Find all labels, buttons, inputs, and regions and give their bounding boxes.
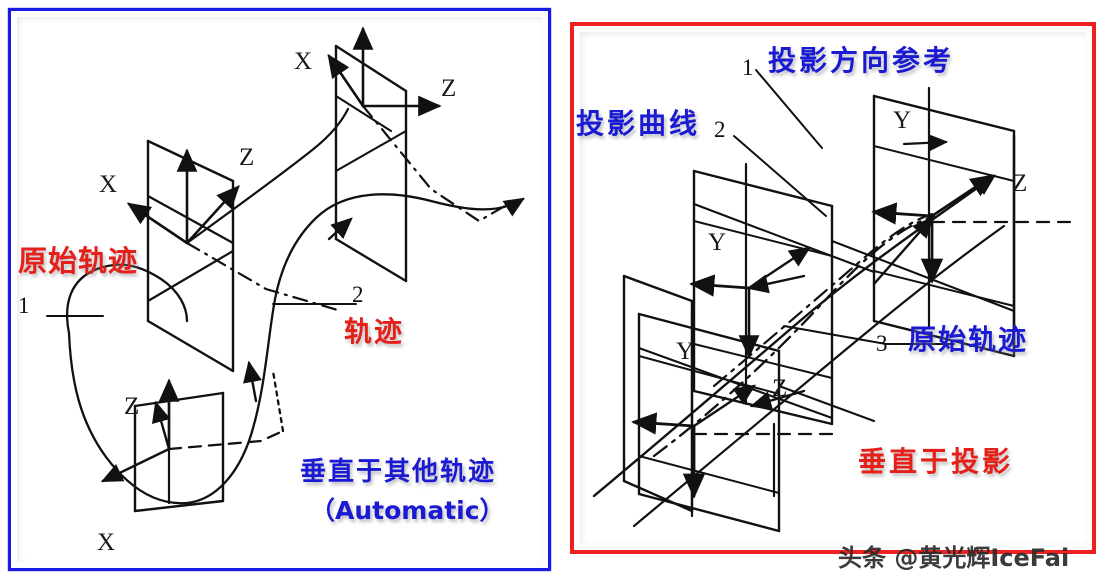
- right-diagram-panel: [570, 22, 1096, 554]
- marker-1-right: 1: [742, 55, 754, 80]
- watermark-text: 头条 @黄光辉IceFai: [838, 544, 1070, 572]
- label-original-trajectory-left: 原始轨迹: [18, 244, 139, 278]
- axis-label-z: Z: [124, 393, 140, 420]
- label-projection-curve: 投影曲线: [576, 107, 701, 140]
- left-diagram-panel: X Z X Z Z X: [8, 8, 551, 571]
- axis-label-x: X: [99, 171, 118, 198]
- label-projection-direction-reference: 投影方向参考: [768, 44, 955, 77]
- axis-label-z: Z: [1012, 170, 1028, 197]
- left-panel-drawing: [11, 11, 548, 568]
- label-perpendicular-other-trajectory: 垂直于其他轨迹: [300, 457, 497, 487]
- axis-label-z: Z: [772, 375, 788, 402]
- axis-label-z: Z: [239, 144, 255, 171]
- marker-2-right: 2: [714, 117, 726, 142]
- right-panel-drawing: [574, 26, 1092, 550]
- axis-label-y: Y: [708, 229, 727, 256]
- label-trajectory-left: 轨迹: [344, 315, 405, 348]
- axis-label-x: X: [97, 529, 116, 556]
- label-original-trajectory-right: 原始轨迹: [908, 323, 1029, 356]
- marker-2-left: 2: [352, 282, 364, 307]
- axis-label-y: Y: [893, 107, 912, 134]
- axis-label-x: X: [294, 48, 313, 75]
- label-automatic: （Automatic）: [310, 496, 505, 525]
- marker-3-right: 3: [876, 331, 888, 356]
- label-perpendicular-projection: 垂直于投影: [858, 445, 1014, 478]
- axis-label-y: Y: [676, 338, 695, 365]
- axis-label-z: Z: [441, 75, 457, 102]
- marker-1-left: 1: [18, 293, 30, 318]
